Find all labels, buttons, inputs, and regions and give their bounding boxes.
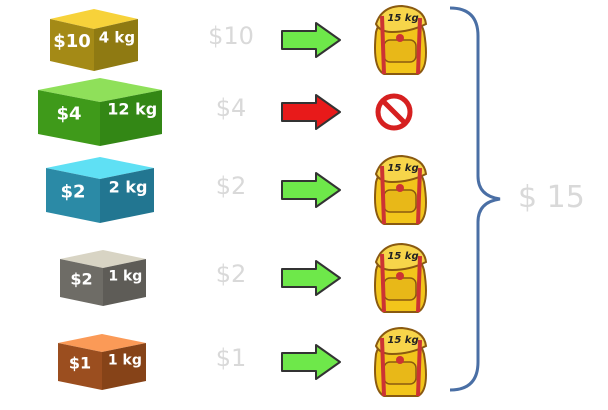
box-side <box>103 259 146 306</box>
item-row: $1 1 kg $1 15 kg <box>0 322 460 402</box>
item-row: $4 12 kg $4 <box>0 72 460 152</box>
item-box: $2 2 kg <box>46 157 154 223</box>
arrow-take-icon <box>280 171 342 209</box>
box-price: $1 <box>69 354 91 373</box>
item-value-label: $2 <box>215 172 247 200</box>
item-value-label: $1 <box>215 344 247 372</box>
backpack-icon: 15 kg <box>362 2 438 78</box>
box-side <box>100 90 162 146</box>
arrow-reject-icon <box>280 93 342 131</box>
item-box: $1 1 kg <box>58 334 146 390</box>
item-row: $10 4 kg $10 15 kg <box>0 0 460 80</box>
box-weight: 12 kg <box>107 100 157 119</box>
box-side <box>94 19 138 71</box>
backpack-icon: 15 kg <box>362 240 438 316</box>
item-row: $2 2 kg $2 15 kg <box>0 150 460 230</box>
box-weight: 1 kg <box>108 268 142 284</box>
item-box: $10 4 kg <box>50 9 138 71</box>
box-price: $4 <box>56 103 81 124</box>
box-front <box>50 19 94 71</box>
box-price: $10 <box>53 31 91 52</box>
arrow-take-icon <box>280 259 342 297</box>
item-value-label: $10 <box>208 22 254 50</box>
box-front <box>38 90 100 146</box>
arrow-take-icon <box>280 21 342 59</box>
item-box: $2 1 kg <box>60 250 146 306</box>
box-front <box>46 168 100 223</box>
box-front <box>60 259 103 306</box>
svg-text:15 kg: 15 kg <box>387 13 418 24</box>
item-row: $2 1 kg $2 15 kg <box>0 238 460 318</box>
box-price: $2 <box>70 270 92 289</box>
backpack-icon: 15 kg <box>362 152 438 228</box>
prohibited-icon <box>374 92 414 132</box>
box-side <box>102 343 146 390</box>
svg-text:15 kg: 15 kg <box>387 163 418 174</box>
total-value: $ 15 <box>518 180 585 215</box>
box-price: $2 <box>60 181 85 202</box>
item-value-label: $2 <box>215 260 247 288</box>
backpack-icon: 15 kg <box>362 324 438 400</box>
svg-text:15 kg: 15 kg <box>387 335 418 346</box>
box-front <box>58 343 102 390</box>
box-weight: 4 kg <box>99 29 135 47</box>
item-value-label: $4 <box>215 94 247 122</box>
svg-text:15 kg: 15 kg <box>387 251 418 262</box>
total-brace <box>449 6 501 392</box>
arrow-take-icon <box>280 343 342 381</box>
item-box: $4 12 kg <box>38 78 162 146</box>
box-weight: 1 kg <box>108 352 142 368</box>
box-weight: 2 kg <box>109 178 148 197</box>
box-side <box>100 168 154 223</box>
